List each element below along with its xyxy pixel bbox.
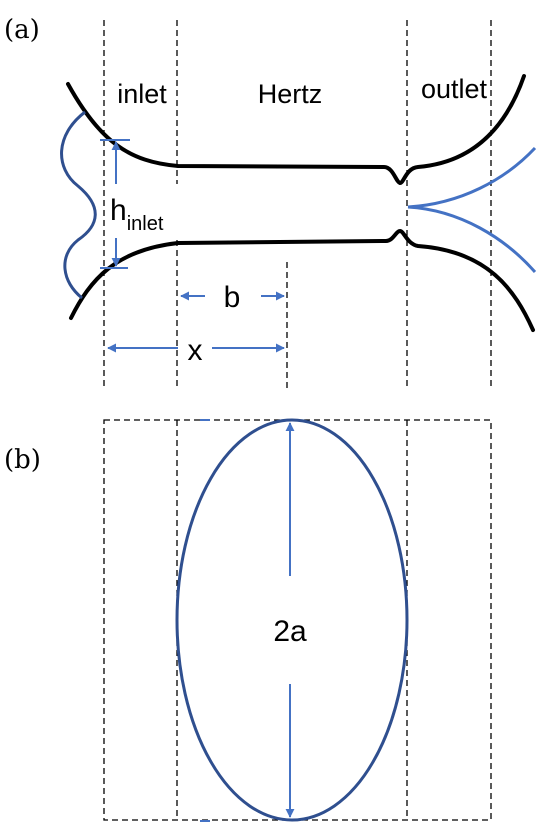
outlet-label: outlet	[421, 74, 488, 104]
b-label: b	[224, 281, 241, 314]
x-label: x	[188, 334, 203, 367]
panel-b-tag: (b)	[4, 445, 41, 475]
inlet-pressure-profile	[60, 110, 97, 300]
h-inlet-label: hinlet	[110, 194, 164, 235]
contact-ellipse	[175, 418, 409, 822]
h-inlet-label-backdrop	[106, 184, 180, 238]
panel-b: (b) 2a	[4, 418, 492, 822]
outlet-flow-line-lower	[407, 205, 537, 273]
upper-surface	[66, 74, 526, 185]
lower-surface	[69, 229, 535, 332]
panel-a-tag: (a)	[4, 15, 40, 45]
panel-a: (a) inlet Hertz outlet hinlet b x	[4, 15, 537, 388]
outlet-flow-line-upper	[407, 146, 537, 209]
hertz-label: Hertz	[258, 79, 323, 109]
2a-label: 2a	[273, 615, 307, 648]
inlet-label: inlet	[117, 79, 167, 109]
